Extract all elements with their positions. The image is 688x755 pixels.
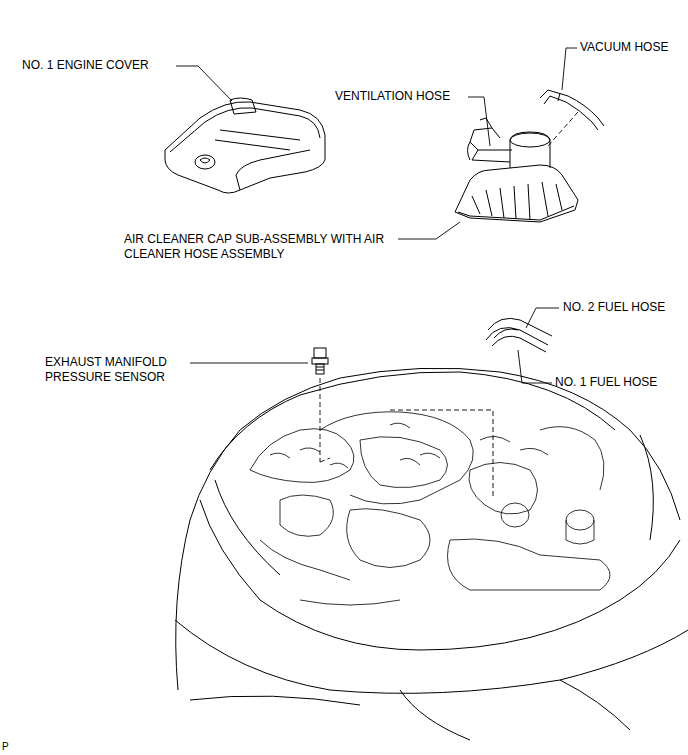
- engine-cover: [165, 98, 325, 193]
- figure-code: P: [2, 741, 22, 753]
- part-name: NO. 2 FUEL HOSE: [563, 300, 684, 315]
- part-name: NO. 1 ENGINE COVER: [22, 58, 182, 73]
- part-name: AIR CLEANER CAP SUB-ASSEMBLY WITH AIR CL…: [124, 232, 424, 262]
- install-lines: [320, 112, 578, 497]
- part-name: VENTILATION HOSE: [335, 89, 475, 104]
- leader-lines: [176, 48, 577, 383]
- engine-bay: [250, 412, 610, 605]
- fuel-hoses: [486, 318, 552, 352]
- air-cleaner: [455, 118, 578, 222]
- part-name: NO. 1 FUEL HOSE: [555, 375, 684, 390]
- vacuum-hose: [540, 90, 604, 130]
- part-name: EXHAUST MANIFOLD PRESSURE SENSOR: [45, 355, 180, 385]
- vehicle-body: [175, 368, 688, 740]
- pressure-sensor: [312, 348, 328, 374]
- part-name: VACUUM HOSE: [580, 40, 684, 55]
